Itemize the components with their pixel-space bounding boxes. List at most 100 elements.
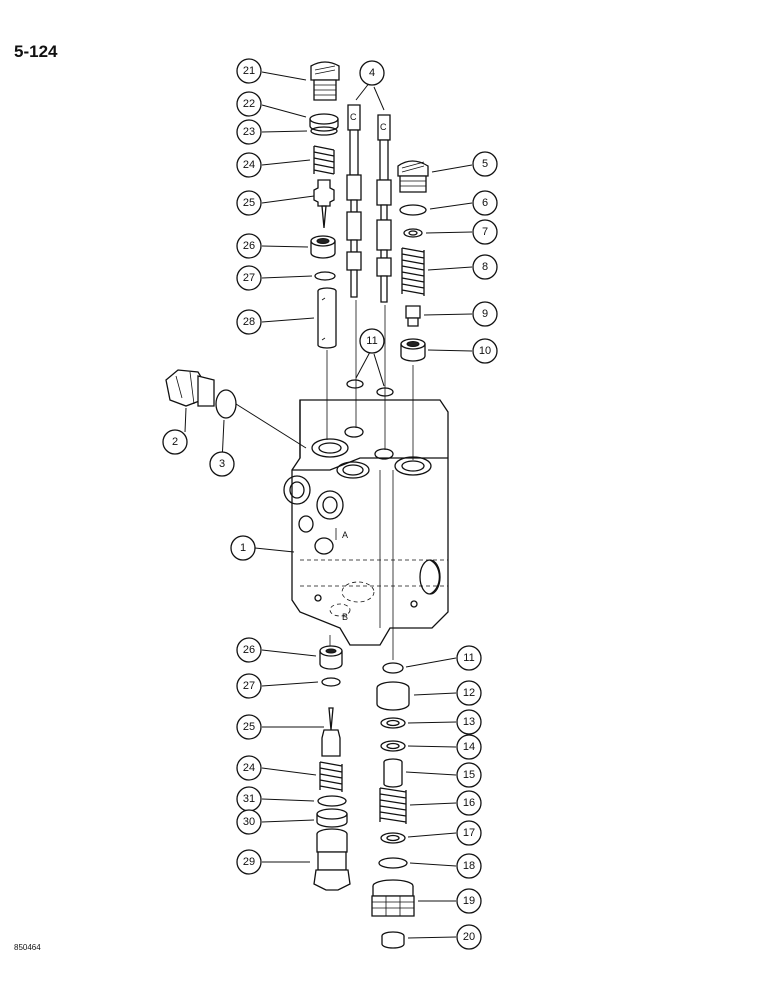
svg-text:4: 4	[369, 67, 375, 79]
oring-6	[399, 204, 427, 216]
port-b-label: B	[342, 612, 348, 622]
figure-id: 850464	[14, 943, 41, 952]
plug-5	[397, 160, 429, 193]
svg-text:29: 29	[243, 856, 255, 868]
callout-1: 1	[230, 535, 256, 561]
oring-11-spools	[346, 379, 394, 397]
callout-29: 29	[236, 849, 262, 875]
svg-text:6: 6	[482, 197, 488, 209]
svg-text:27: 27	[243, 680, 255, 692]
callout-27-bottom: 27	[236, 673, 262, 699]
ring-30	[316, 808, 348, 828]
oring-11-bottom	[382, 662, 404, 674]
svg-text:C: C	[350, 112, 357, 122]
svg-text:1: 1	[240, 542, 246, 554]
callout-12: 12	[456, 680, 482, 706]
ring-22	[309, 113, 339, 132]
svg-text:19: 19	[463, 895, 475, 907]
plug-2	[165, 369, 215, 407]
cap-12	[376, 681, 410, 711]
callout-8: 8	[472, 254, 498, 280]
ring-18	[378, 857, 408, 869]
callout-16: 16	[456, 790, 482, 816]
svg-text:20: 20	[463, 931, 475, 943]
alignment-lines	[326, 300, 414, 660]
svg-text:17: 17	[463, 827, 475, 839]
callout-7: 7	[472, 219, 498, 245]
callout-28: 28	[236, 309, 262, 335]
svg-text:23: 23	[243, 126, 255, 138]
callout-26-bottom: 26	[236, 637, 262, 663]
callout-23: 23	[236, 119, 262, 145]
leader-lines	[184, 71, 473, 939]
spring-8	[401, 247, 425, 296]
svg-text:25: 25	[243, 721, 255, 733]
page-number: 5-124	[14, 42, 58, 61]
svg-text:13: 13	[463, 716, 475, 728]
svg-text:30: 30	[243, 816, 255, 828]
oring-27-top	[314, 271, 336, 281]
callout-21: 21	[236, 58, 262, 84]
plug-19	[371, 879, 415, 917]
spring-16	[379, 787, 407, 824]
callout-13: 13	[456, 709, 482, 735]
svg-text:26: 26	[243, 240, 255, 252]
svg-text:31: 31	[243, 793, 255, 805]
svg-text:14: 14	[463, 741, 475, 753]
callout-15: 15	[456, 762, 482, 788]
svg-text:3: 3	[219, 458, 225, 470]
callout-9: 9	[472, 301, 498, 327]
callout-22: 22	[236, 91, 262, 117]
svg-text:8: 8	[482, 261, 488, 273]
callout-11-top: 11	[359, 328, 385, 354]
washer-14	[380, 740, 406, 752]
ring-23	[310, 126, 338, 136]
svg-text:11: 11	[463, 652, 474, 664]
svg-text:26: 26	[243, 644, 255, 656]
poppet-25-top	[313, 179, 335, 229]
svg-text:2: 2	[172, 436, 178, 448]
callout-30: 30	[236, 809, 262, 835]
poppet-25-bottom	[321, 707, 341, 757]
valve-body: A B	[283, 399, 449, 646]
callout-14: 14	[456, 734, 482, 760]
callout-31: 31	[236, 786, 262, 812]
port-a-label: A	[342, 530, 348, 540]
callout-19: 19	[456, 888, 482, 914]
spring-24-bottom	[319, 761, 343, 792]
plug-29	[313, 828, 351, 891]
svg-text:C: C	[380, 122, 387, 132]
spool-4-left: C	[346, 104, 362, 298]
oring-3	[215, 389, 237, 419]
callout-4: 4	[359, 60, 385, 86]
oring-27-bottom	[321, 677, 341, 687]
cap-20	[381, 931, 405, 949]
callout-26-top: 26	[236, 233, 262, 259]
washer-17	[380, 832, 406, 844]
callout-24-bottom: 24	[236, 755, 262, 781]
svg-text:27: 27	[243, 272, 255, 284]
svg-text:5: 5	[482, 158, 488, 170]
ring-31	[317, 795, 347, 807]
callout-5: 5	[472, 151, 498, 177]
sleeve-15	[383, 758, 403, 788]
svg-text:25: 25	[243, 197, 255, 209]
callout-20: 20	[456, 924, 482, 950]
svg-text:24: 24	[243, 762, 255, 774]
svg-text:10: 10	[479, 345, 491, 357]
poppet-9	[405, 305, 421, 327]
svg-text:21: 21	[243, 65, 255, 77]
svg-text:9: 9	[482, 308, 488, 320]
callout-6: 6	[472, 190, 498, 216]
callout-25-bottom: 25	[236, 714, 262, 740]
svg-text:24: 24	[243, 159, 255, 171]
svg-text:22: 22	[243, 98, 255, 110]
sleeve-28	[317, 287, 337, 349]
callout-2: 2	[162, 429, 188, 455]
svg-text:7: 7	[482, 226, 488, 238]
callout-25-top: 25	[236, 190, 262, 216]
svg-text:18: 18	[463, 860, 475, 872]
seat-10	[400, 338, 426, 362]
spring-24-top	[313, 145, 335, 175]
